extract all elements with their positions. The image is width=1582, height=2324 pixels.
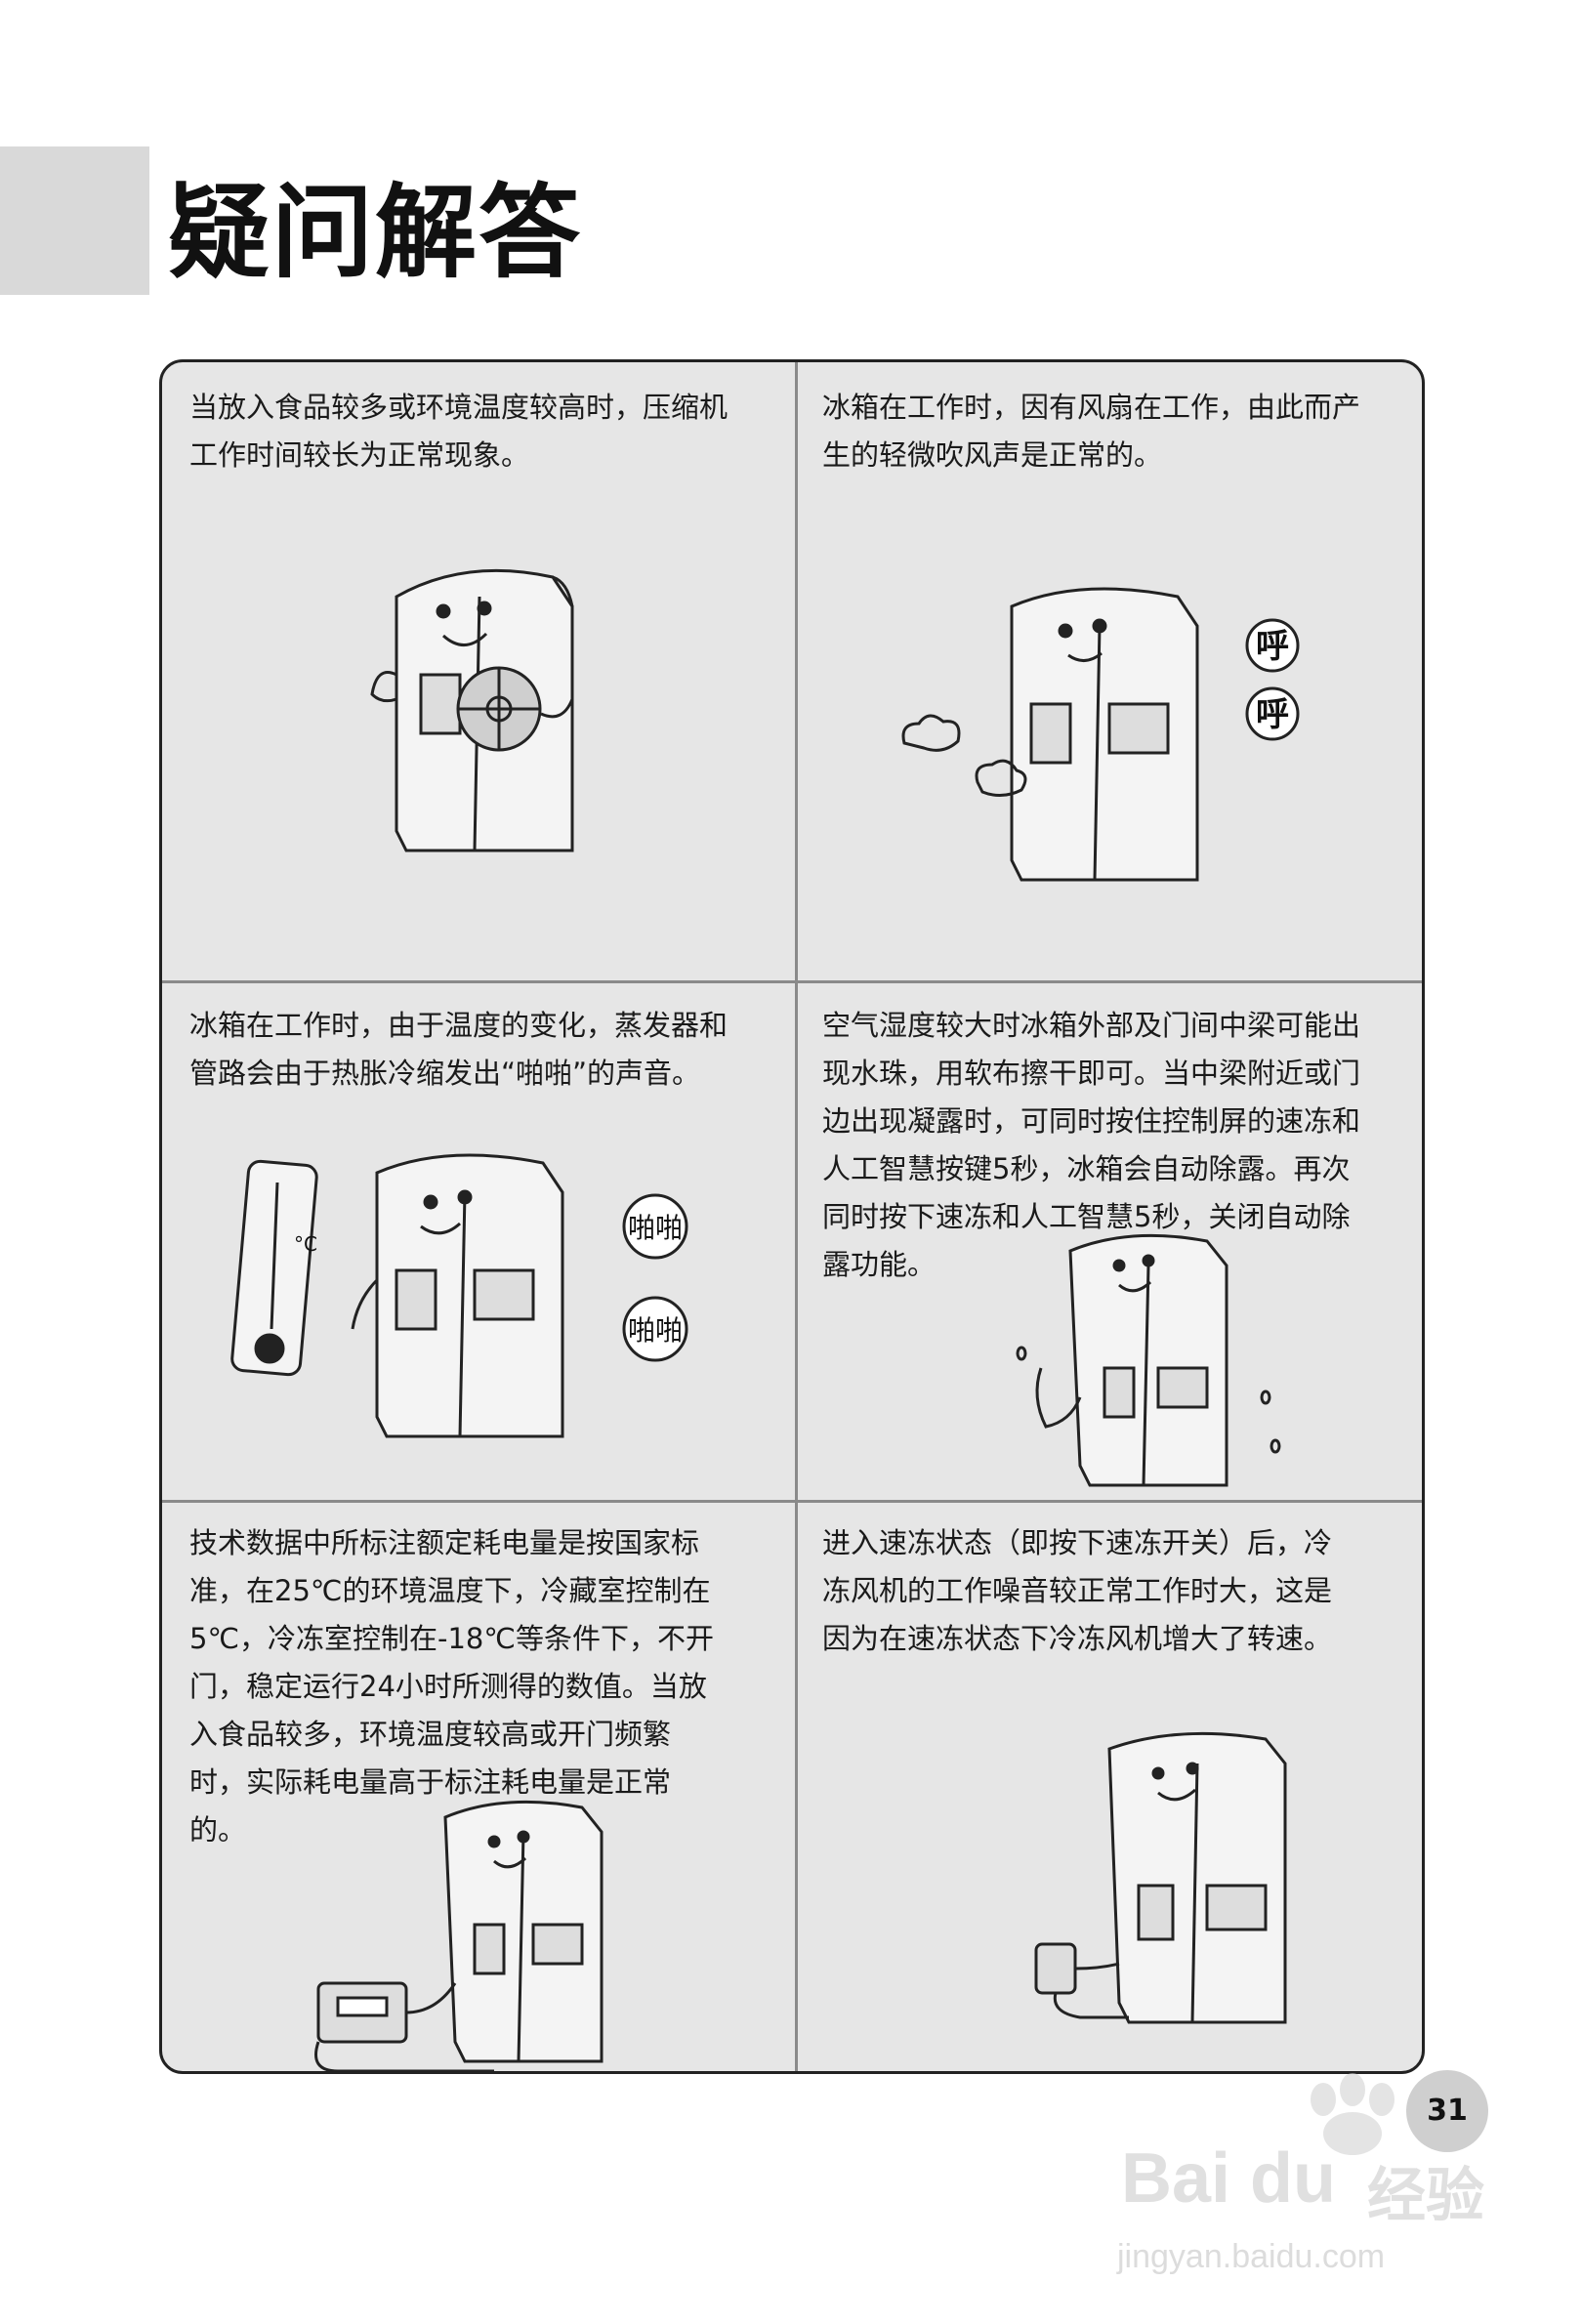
text-line: 技术数据中所标注额定耗电量是按国家标 (189, 1526, 700, 1559)
text-line: 现水珠，用软布擦干即可。当中梁附近或门 (822, 1057, 1361, 1090)
paw-icon (1311, 2073, 1395, 2155)
text-line: 准，在25℃的环境温度下，冷藏室控制在 (189, 1574, 711, 1607)
faq-cell-compressor: 当放入食品较多或环境温度较高时，压缩机 工作时间较长为正常现象。 (189, 384, 775, 479)
faq-text: 技术数据中所标注额定耗电量是按国家标 准，在25℃的环境温度下，冷藏室控制在 5… (189, 1519, 775, 1854)
text-line: 因为在速冻状态下冷冻风机增大了转速。 (822, 1622, 1333, 1655)
text-line: 入食品较多，环境温度较高或开门频繁 (189, 1718, 672, 1751)
text-line: 当放入食品较多或环境温度较高时，压缩机 (189, 391, 729, 424)
faq-grid: 当放入食品较多或环境温度较高时，压缩机 工作时间较长为正常现象。 冰箱在工作时，… (159, 359, 1425, 2074)
watermark-brand: Bai du (1121, 2139, 1337, 2218)
fridge-plug-illustration (1034, 1731, 1287, 2024)
faq-text: 冰箱在工作时，由于温度的变化，蒸发器和 管路会由于热胀冷缩发出“啪啪”的声音。 (189, 1002, 775, 1098)
faq-cell-quick-freeze: 进入速冻状态（即按下速冻开关）后，冷 冻风机的工作噪音较正常工作时大，这是 因为… (822, 1519, 1408, 1663)
faq-text: 冰箱在工作时，因有风扇在工作，由此而产 生的轻微吹风声是正常的。 (822, 384, 1408, 479)
faq-cell-popping-sound: 冰箱在工作时，由于温度的变化，蒸发器和 管路会由于热胀冷缩发出“啪啪”的声音。 (189, 1002, 775, 1098)
fridge-thermometer-illustration: °C 啪啪 啪啪 (230, 1153, 688, 1438)
text-line: 冰箱在工作时，因有风扇在工作，由此而产 (822, 391, 1361, 424)
faq-text: 当放入食品较多或环境温度较高时，压缩机 工作时间较长为正常现象。 (189, 384, 775, 479)
text-line: 的。 (189, 1813, 247, 1847)
divider-vertical (795, 362, 798, 2071)
bubble-hu-2: 呼 (1256, 695, 1289, 734)
text-line: 生的轻微吹风声是正常的。 (822, 438, 1163, 472)
faq-cell-energy: 技术数据中所标注额定耗电量是按国家标 准，在25℃的环境温度下，冷藏室控制在 5… (189, 1519, 775, 1854)
text-line: 管路会由于热胀冷缩发出“啪啪”的声音。 (189, 1057, 701, 1090)
divider-horizontal (162, 980, 1422, 983)
title-tab (0, 146, 149, 295)
text-line: 时，实际耗电量高于标注耗电量是正常 (189, 1765, 672, 1799)
text-line: 冰箱在工作时，由于温度的变化，蒸发器和 (189, 1009, 729, 1042)
divider-horizontal (162, 1500, 1422, 1503)
fridge-wiping-illustration (1016, 1233, 1281, 1487)
watermark-url: jingyan.baidu.com (1117, 2238, 1386, 2275)
text-line: 冻风机的工作噪音较正常工作时大，这是 (822, 1574, 1333, 1607)
text-line: 同时按下速冻和人工智慧5秒，关闭自动除 (822, 1200, 1351, 1233)
fridge-blowing-illustration: 呼 呼 (901, 587, 1300, 882)
faq-text: 进入速冻状态（即按下速冻开关）后，冷 冻风机的工作噪音较正常工作时大，这是 因为… (822, 1519, 1408, 1663)
text-line: 边出现凝露时，可同时按住控制屏的速冻和 (822, 1104, 1361, 1138)
text-line: 空气湿度较大时冰箱外部及门间中梁可能出 (822, 1009, 1361, 1042)
page-title: 疑问解答 (168, 173, 583, 292)
fridge-fan-illustration (370, 568, 574, 852)
watermark-service: 经验 (1367, 2162, 1484, 2230)
bubble-hu-1: 呼 (1256, 627, 1289, 666)
bubble-pa-2: 啪啪 (628, 1314, 683, 1347)
faq-cell-fan-noise: 冰箱在工作时，因有风扇在工作，由此而产 生的轻微吹风声是正常的。 (822, 384, 1408, 479)
text-line: 进入速冻状态（即按下速冻开关）后，冷 (822, 1526, 1333, 1559)
text-line: 人工智慧按键5秒，冰箱会自动除露。再次 (822, 1152, 1351, 1185)
text-line: 露功能。 (822, 1248, 937, 1281)
page-number: 31 (1406, 2070, 1488, 2152)
baidu-watermark: Bai du 经验 jingyan.baidu.com (1113, 2070, 1484, 2295)
bubble-pa-1: 啪啪 (628, 1212, 683, 1244)
faq-cell-condensation: 空气湿度较大时冰箱外部及门间中梁可能出 现水珠，用软布擦干即可。当中梁附近或门 … (822, 1002, 1408, 1289)
text-line: 5℃，冷冻室控制在-18℃等条件下，不开 (189, 1622, 714, 1655)
faq-text: 空气湿度较大时冰箱外部及门间中梁可能出 现水珠，用软布擦干即可。当中梁附近或门 … (822, 1002, 1408, 1289)
thermometer-unit: °C (294, 1232, 317, 1256)
fridge-meter-illustration (314, 1800, 604, 2071)
text-line: 门，稳定运行24小时所测得的数值。当放 (189, 1670, 707, 1703)
text-line: 工作时间较长为正常现象。 (189, 438, 530, 472)
